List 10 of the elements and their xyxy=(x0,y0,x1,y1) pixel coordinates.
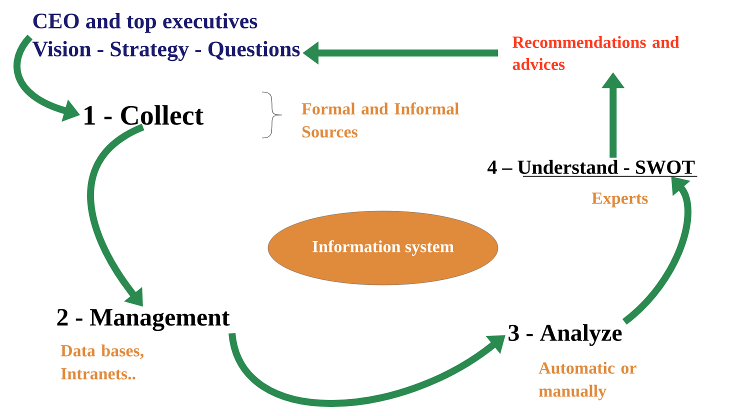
step-label: 4 – Understand - SWOT xyxy=(487,160,695,174)
output-text: Recommendations and advices xyxy=(512,36,680,70)
step-label: 1 - Collect xyxy=(84,105,204,125)
note-text: Experts xyxy=(592,192,648,208)
note-text: Formal and Informal Sources xyxy=(302,102,459,138)
step-label: 2 - Management xyxy=(57,308,230,332)
heading-text: CEO and top executives Vision - Strategy - Questions xyxy=(32,12,300,62)
step-label: 3 - Analyze xyxy=(508,324,622,346)
note-text: Data bases, Intranets.. xyxy=(60,344,144,380)
note-text: Automatic or manually xyxy=(538,362,636,400)
